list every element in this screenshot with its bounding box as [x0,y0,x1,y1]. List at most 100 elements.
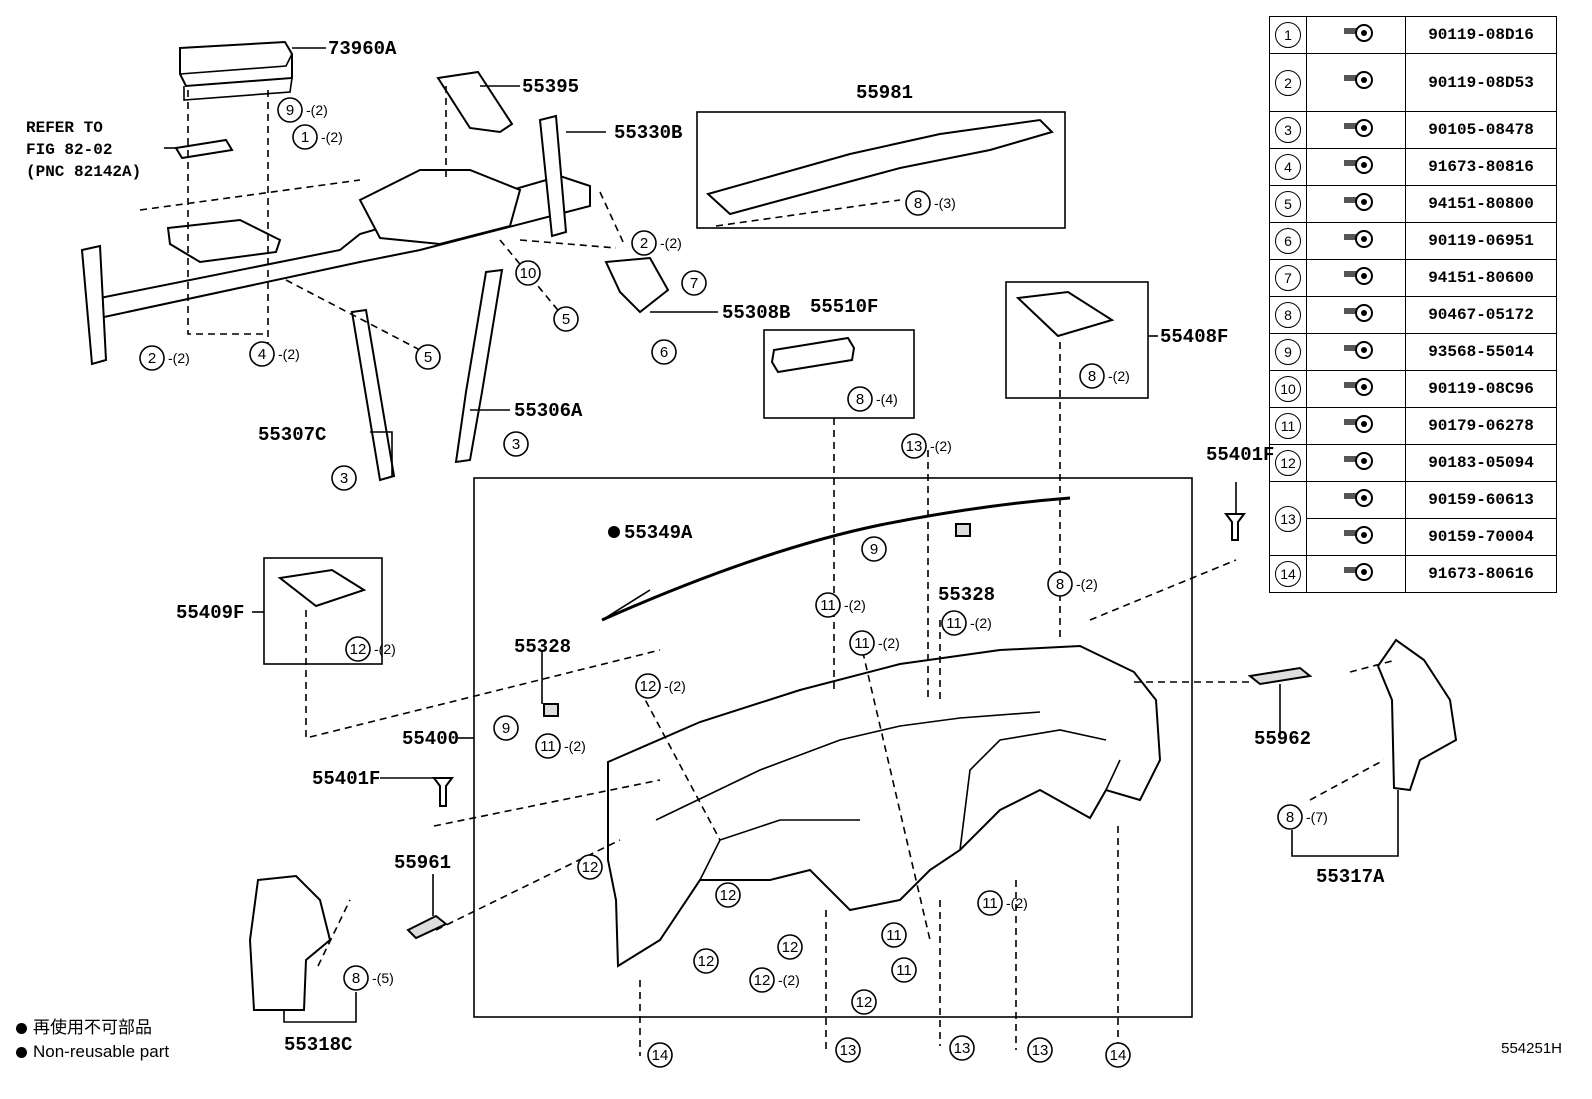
callout-quantity: -(2) [374,641,396,657]
callout-circle [847,386,873,412]
callout-number: 8 [1088,368,1096,385]
callout-quantity: -(2) [930,438,952,454]
instrument-panel-55400-shape [607,644,1162,968]
parts-table-number-cell: 10 [1269,370,1307,408]
callout-circle [1105,1042,1131,1068]
parts-table-number: 10 [1275,376,1301,402]
parts-table-number-cell: 14 [1269,555,1307,593]
callout-circle [493,715,519,741]
callout-14: 14 [1105,1042,1131,1068]
fastener-icon [1306,53,1406,112]
callout-circle [277,97,303,123]
callout-number: 11 [896,962,912,979]
callout-circle [651,339,677,365]
callout-circle [515,260,541,286]
callout-13: 13 [949,1035,975,1061]
callout-quantity: -(2) [664,678,686,694]
non-reusable-dot-icon [16,1047,27,1059]
callout-11: 11-(2) [815,592,866,618]
parts-table-number-cell: 12 [1269,444,1307,482]
legend-row-japanese: 再使用不可部品 [16,1016,169,1040]
side-cover-55317A-shape [1376,638,1458,792]
callout-circle [901,433,927,459]
non-reusable-dot-55349A [608,526,620,538]
cover-55408F-shape [1015,290,1115,338]
callout-circle [891,957,917,983]
label-55307C: 55307C [258,424,326,446]
callout-12: 12 [693,948,719,974]
cover-55510F-shape [770,336,856,374]
callout-number: 1 [301,129,309,146]
callout-quantity: -(4) [876,391,898,407]
fastener-icon [1306,518,1406,556]
callout-circle [635,673,661,699]
parts-table-row: 90159-70004 [1270,518,1557,556]
parts-table-number: 5 [1275,191,1301,217]
callout-number: 9 [870,541,878,558]
parts-table-row: 13 90159-60613 [1269,481,1557,556]
callout-8: 8-(2) [1047,571,1098,597]
callout-circle [503,431,529,457]
label-55308B: 55308B [722,302,790,324]
fastener-icon [1306,222,1406,260]
callout-9: 9 [493,715,519,741]
callout-circle [1277,804,1303,830]
parts-table-number: 2 [1275,69,1301,96]
callout-number: 12 [582,859,599,876]
fastener-icon [1306,111,1406,149]
callout-11: 11-(2) [535,733,586,759]
callout-circle [553,306,579,332]
parts-table-code: 90119-08D53 [1405,53,1557,112]
frame-55408F [1005,281,1149,399]
callout-quantity: -(2) [660,235,682,251]
callout-number: 12 [856,994,873,1011]
label-55328-b: 55328 [938,584,995,606]
callout-number: 11 [820,597,836,614]
callout-13: 13 [1027,1037,1053,1063]
parts-table-code: 90159-60613 [1405,481,1557,519]
callout-13: 13 [835,1037,861,1063]
callout-number: 13 [906,438,923,455]
callout-13: 13 -(2) [901,433,952,459]
parts-table-number: 12 [1275,450,1301,476]
brace-55307C-shape [350,308,396,482]
callout-circle [777,934,803,960]
non-reusable-dot-icon [16,1023,27,1035]
callout-number: 2 [148,350,156,367]
fastener-icon [1306,444,1406,482]
callout-number: 14 [1110,1047,1127,1064]
callout-number: 5 [424,349,432,366]
label-55981: 55981 [856,82,913,104]
callout-circle [292,124,318,150]
callout-8: 8-(7) [1277,804,1328,830]
label-55318C: 55318C [284,1034,352,1056]
callout-circle [535,733,561,759]
parts-table-number-cell: 1 [1269,16,1307,54]
parts-table-number-cell: 13 [1269,481,1307,556]
callout-3: 3 [503,431,529,457]
label-55401F-top: 55401F [1206,444,1274,466]
callout-number: 11 [982,895,998,912]
callout-quantity: -(2) [321,129,343,145]
label-55328-a: 55328 [514,636,571,658]
frame-55400 [473,477,1193,1018]
fastener-icon [1306,555,1406,593]
callout-quantity: -(2) [168,350,190,366]
callout-circle [905,190,931,216]
callout-quantity: -(2) [970,615,992,631]
callout-circle [647,1042,673,1068]
callout-4: 4-(2) [249,341,300,367]
callout-number: 9 [286,102,294,119]
nozzle-55981-shape [705,118,1054,216]
parts-table-number-cell: 2 [1269,53,1307,112]
callout-circle [715,882,741,908]
callout-quantity: -(2) [1108,368,1130,384]
clip-55401F-left-shape [432,777,454,807]
callout-11: 11 [881,922,907,948]
